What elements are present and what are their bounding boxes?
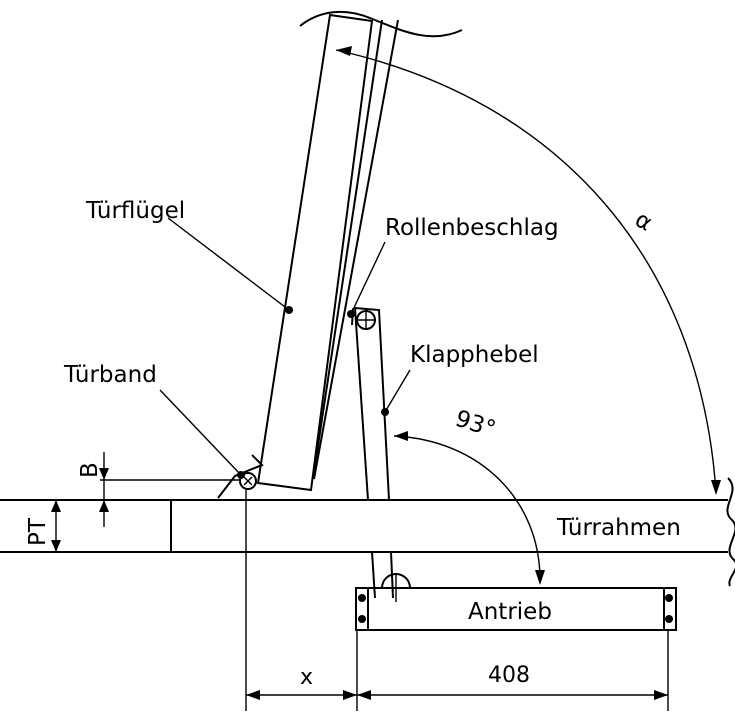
label-dim-b: B	[77, 462, 103, 478]
angle-93-arc	[393, 431, 545, 585]
dimension-b	[99, 452, 240, 527]
label-dim-408: 408	[488, 663, 530, 688]
leader-lines	[159, 217, 411, 479]
label-dim-x: x	[300, 665, 313, 690]
label-door-leaf: Türflügel	[85, 198, 185, 224]
angle-alpha-arc	[335, 46, 721, 495]
label-folding-lever: Klapphebel	[410, 342, 539, 368]
label-angle-alpha: α	[630, 207, 656, 237]
label-roller-fitting: Rollenbeschlag	[385, 215, 559, 241]
label-drive: Antrieb	[468, 599, 552, 625]
label-door-frame: Türrahmen	[556, 515, 681, 541]
label-angle-93: 93°	[452, 406, 499, 443]
drive-unit	[355, 573, 677, 631]
label-dim-pt: PT	[25, 517, 51, 546]
door-hinge	[217, 454, 264, 499]
dimension-pt	[51, 500, 61, 552]
folding-lever	[351, 306, 394, 599]
label-door-hinge: Türband	[63, 362, 157, 388]
dimension-bottom	[245, 490, 669, 711]
door-frame	[0, 477, 735, 587]
door-leaf	[256, 10, 463, 492]
